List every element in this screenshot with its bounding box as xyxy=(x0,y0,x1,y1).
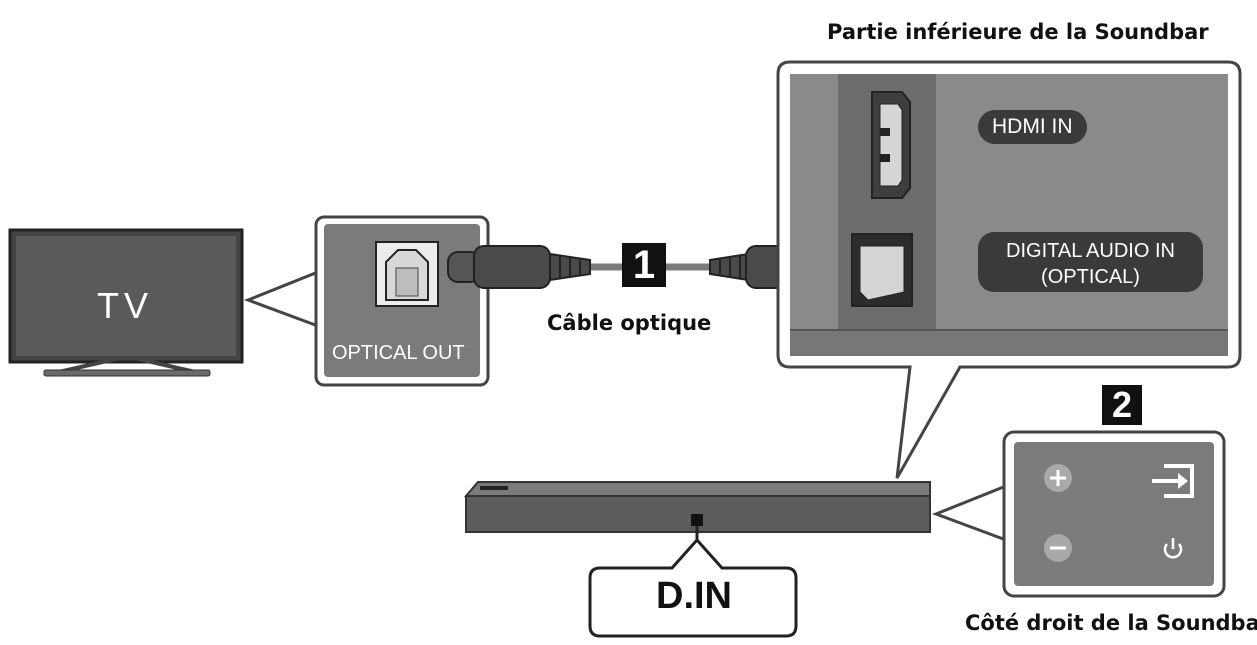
optical-port-icon xyxy=(851,233,913,307)
optical-out-label: OPTICAL OUT xyxy=(332,342,465,364)
power-icon xyxy=(1163,538,1183,559)
digital-audio-in-line1: DIGITAL AUDIO IN xyxy=(1006,240,1175,262)
soundbar-right-side-caption: Côté droit de la Soundbar xyxy=(965,611,1257,635)
hdmi-in-label: HDMI IN xyxy=(978,110,1087,144)
minus-icon xyxy=(1044,534,1072,562)
tv-label: TV xyxy=(97,285,154,326)
tv-optical-out-panel xyxy=(314,215,490,387)
step-1-badge: 1 xyxy=(622,243,666,287)
tv xyxy=(8,228,244,377)
plus-icon xyxy=(1044,464,1072,492)
cable-label: Câble optique xyxy=(547,311,712,335)
input-source-icon xyxy=(1152,464,1194,498)
soundbar-right-side-panel xyxy=(1002,430,1226,598)
hdmi-port-icon xyxy=(871,91,911,199)
step-2-badge: 2 xyxy=(1102,385,1142,425)
optical-port-icon xyxy=(375,241,439,307)
digital-audio-in-label: DIGITAL AUDIO IN (OPTICAL) xyxy=(978,232,1203,292)
soundbar xyxy=(463,481,931,560)
digital-audio-in-line2: (OPTICAL) xyxy=(1041,266,1140,288)
d-in-label: D.IN xyxy=(656,575,732,617)
soundbar-bottom-caption: Partie inférieure de la Soundbar xyxy=(827,20,1209,44)
